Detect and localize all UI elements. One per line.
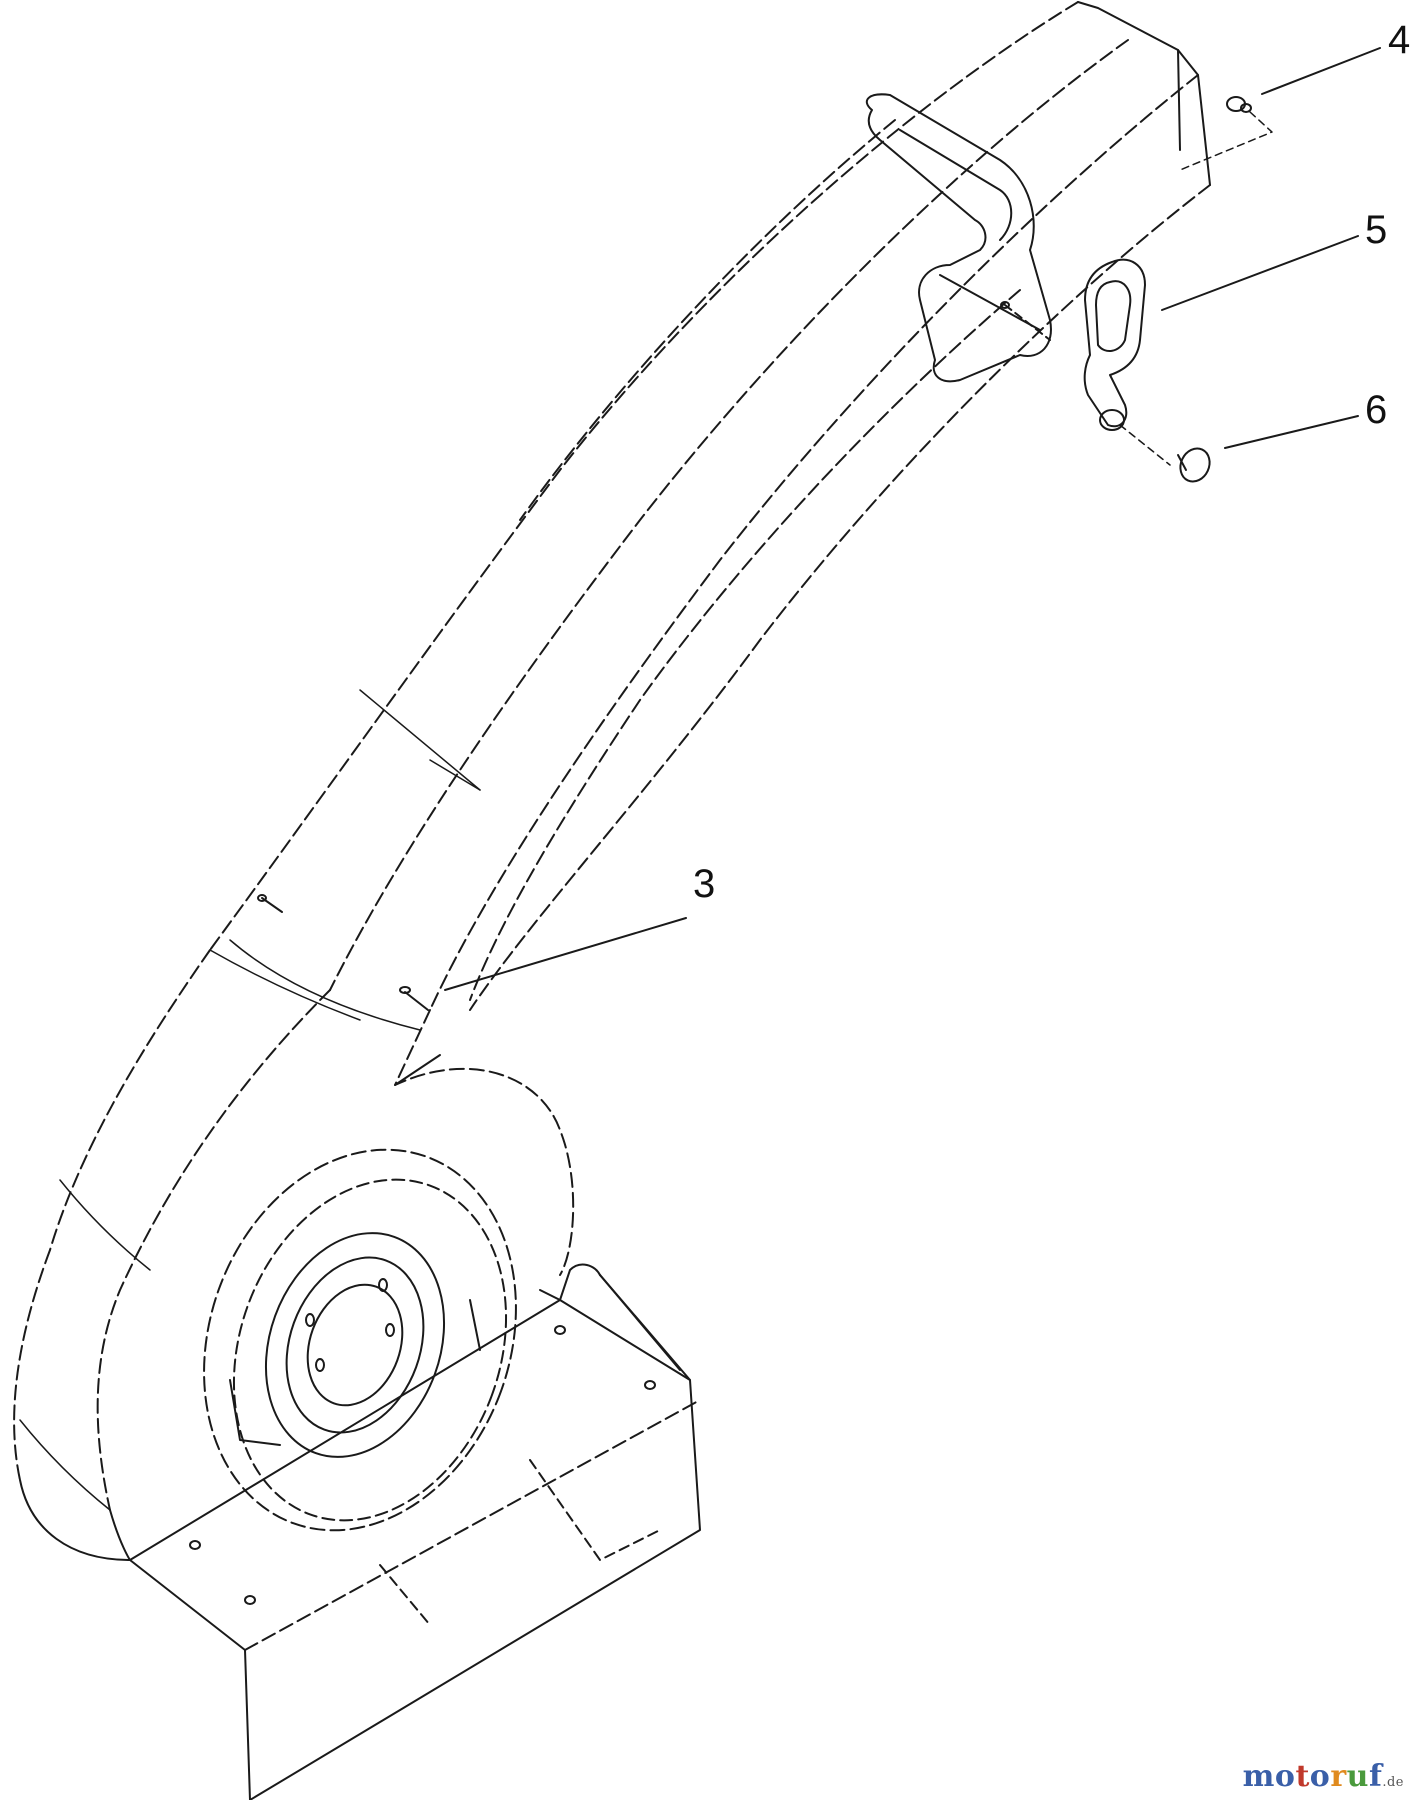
leader-line-6 (1224, 415, 1359, 449)
fan-hub (203, 1148, 517, 1532)
fan-housing (19, 1009, 575, 1561)
watermark-letter: f (1368, 1759, 1383, 1794)
watermark-letters: motoruf (1243, 1759, 1383, 1794)
leader-line-4 (1261, 47, 1381, 95)
tube-seams (19, 689, 481, 1511)
watermark-letter: r (1330, 1759, 1347, 1794)
discharge-outlet (129, 1263, 701, 1800)
bolt-part-4 (1179, 96, 1273, 171)
watermark-letter: t (1295, 1759, 1310, 1794)
screw-part-3 (257, 894, 429, 1011)
watermark-letter: o (1274, 1759, 1296, 1794)
leader-line-3 (444, 917, 687, 991)
callout-number-4: 4 (1388, 18, 1411, 62)
handle-bracket (865, 93, 1052, 383)
leader-lines (444, 47, 1381, 991)
watermark-letter: u (1346, 1759, 1369, 1794)
leader-line-5 (1161, 235, 1359, 311)
watermark-letter: m (1242, 1759, 1275, 1794)
callout-number-6: 6 (1365, 388, 1388, 432)
motoruf-watermark-logo: motoruf.de (1243, 1759, 1404, 1794)
latch-part-5 (1083, 258, 1171, 466)
watermark-suffix: .de (1382, 1775, 1404, 1790)
callout-number-3: 3 (693, 862, 716, 906)
callout-number-5: 5 (1365, 208, 1388, 252)
tube-top-end (1077, 1, 1211, 186)
chute-tube (13, 1, 1211, 1511)
pin-part-6 (1177, 447, 1211, 483)
watermark-letter: o (1309, 1759, 1331, 1794)
